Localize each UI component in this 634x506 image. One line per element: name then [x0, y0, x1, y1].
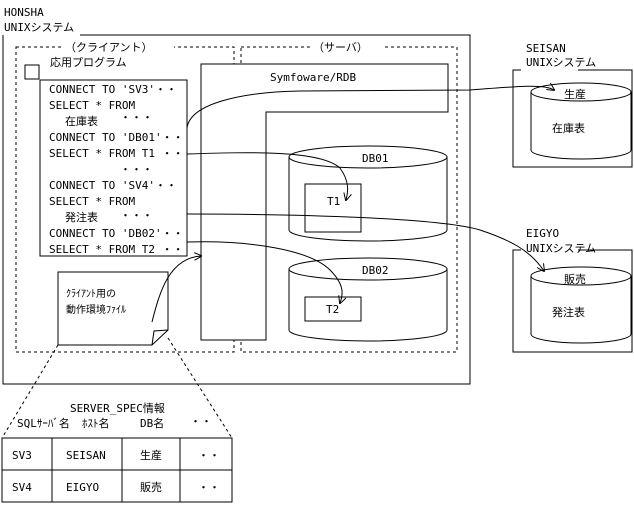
symfoware-label: Symfoware/RDB — [270, 71, 356, 84]
seisan-db-label: 生産 — [564, 87, 586, 101]
arrow-env-file — [151, 256, 201, 323]
server-label-bg — [310, 41, 382, 54]
eigyo-unix-label: UNIXシステム — [526, 242, 596, 255]
eigyo-label: EIGYO — [526, 227, 559, 240]
app-icon — [24, 64, 40, 80]
env-to-spec-left — [1, 344, 59, 439]
app-code-box — [39, 79, 188, 257]
spec-table — [1, 437, 233, 503]
honsha-unix-label: UNIXシステム — [4, 21, 74, 34]
code-line: CONNECT TO 'DB01'・・ — [49, 131, 184, 144]
t2-table-box — [304, 296, 362, 322]
db01-label: DB01 — [362, 152, 389, 165]
spec-cell: 生産 — [140, 448, 162, 462]
code-lines: CONNECT TO 'SV3'・・ SELECT * FROM 在庫表 ・・・… — [49, 83, 184, 256]
arrow-t1-select — [186, 152, 348, 200]
t2-label: T2 — [326, 303, 339, 316]
seisan-box — [512, 69, 633, 168]
code-line: 在庫表 — [65, 114, 98, 128]
spec-cell: SV3 — [12, 449, 32, 462]
env-file-line2: 動作環境ﾌｧｲﾙ — [66, 303, 126, 316]
spec-header-db: DB名 — [140, 416, 164, 430]
arrow-sv3-to-seisan — [186, 86, 554, 129]
spec-cell: EIGYO — [66, 481, 99, 494]
client-label: （クライアント） — [65, 41, 153, 54]
seisan-db-cylinder — [530, 82, 632, 160]
spec-cell: 販売 — [140, 481, 162, 494]
code-line: CONNECT TO 'SV3'・・ — [49, 83, 177, 96]
code-line: SELECT * FROM — [49, 195, 135, 208]
eigyo-db-cylinder — [530, 266, 632, 344]
spec-header-more: ・・ — [190, 415, 212, 428]
app-label: 応用プログラム — [50, 55, 127, 69]
spec-title: SERVER_SPEC情報 — [70, 402, 165, 415]
env-file-fold — [151, 329, 169, 346]
spec-header-host: ﾎｽﾄ名 — [82, 416, 110, 430]
code-line: CONNECT TO 'DB02'・・ — [49, 227, 184, 240]
arrow-t2-select — [186, 241, 342, 303]
server-label: （サーバ） — [313, 41, 368, 54]
eigyo-table-label: 発注表 — [552, 305, 585, 319]
seisan-unix-label: UNIXシステム — [526, 56, 596, 69]
code-line: SELECT * FROM — [49, 99, 135, 112]
env-file-line1: ｸﾗｲｱﾝﾄ用の — [66, 288, 116, 300]
code-line: ・・・ — [120, 111, 153, 124]
eigyo-box — [512, 249, 633, 353]
code-line: SELECT * FROM T1 ・・ — [49, 147, 184, 160]
code-line: ・・・ — [120, 209, 153, 222]
env-file-shape — [57, 271, 169, 346]
t1-table-box — [304, 183, 362, 233]
code-line: SELECT * FROM T2 ・・ — [49, 243, 184, 256]
code-line: CONNECT TO 'SV4'・・ — [49, 179, 177, 192]
db02-cylinder — [288, 257, 448, 342]
spec-cell: ・・ — [198, 481, 220, 494]
seisan-table-label: 在庫表 — [552, 121, 585, 135]
client-label-bg — [62, 41, 174, 54]
code-line: ・・・ — [120, 163, 153, 176]
spec-cell: SEISAN — [66, 449, 106, 462]
symfoware-rdb-shape — [200, 63, 449, 341]
code-line: 発注表 — [65, 210, 98, 224]
seisan-label: SEISAN — [526, 42, 566, 55]
spec-cell: SV4 — [12, 481, 32, 494]
eigyo-db-label: 販売 — [564, 273, 586, 286]
honsha-label: HONSHA — [4, 6, 44, 19]
arrow-sv4-to-eigyo — [186, 213, 544, 271]
spec-header-sqlserver: SQLｻｰﾊﾞ名 — [17, 416, 70, 430]
env-to-spec-right — [167, 337, 233, 439]
db02-label: DB02 — [362, 264, 389, 277]
t1-label: T1 — [327, 195, 340, 208]
spec-cell: ・・ — [198, 449, 220, 462]
